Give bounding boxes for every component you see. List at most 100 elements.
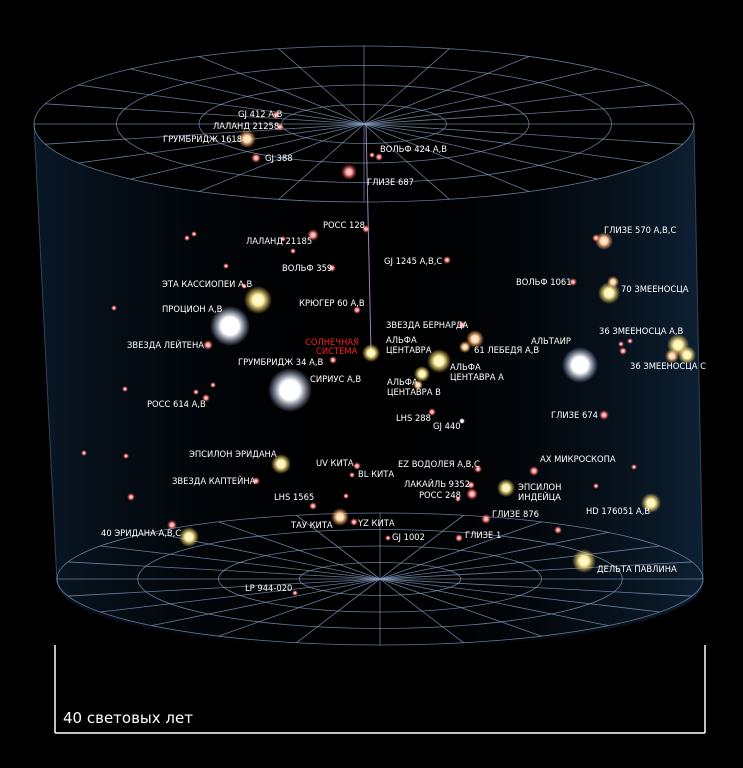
grid-spoke xyxy=(379,578,464,644)
star-blcet xyxy=(349,472,355,478)
label-alphacenB-line2: ЦЕНТАВРА B xyxy=(387,387,441,397)
label-deltapav: ДЕЛЬТА ПАВЛИНА xyxy=(597,564,677,574)
star-luyten xyxy=(203,340,213,350)
grid-spoke xyxy=(379,514,464,580)
grid-spoke xyxy=(100,578,381,613)
label-grm34: ГРУМБРИДЖ 34 A,B xyxy=(238,357,323,367)
label-lac9352: ЛАКАЙЛЬ 9352 xyxy=(404,478,470,489)
grid-spoke xyxy=(67,561,381,580)
faint-star xyxy=(593,483,599,489)
label-wolf359: ВОЛЬФ 359 xyxy=(282,263,332,273)
label-ezaqr: EZ ВОДОЛЕЯ A,B,C xyxy=(398,459,480,469)
faint-star xyxy=(627,338,633,344)
label-grm1618: ГРУМБРИДЖ 1618 xyxy=(163,134,242,144)
star-sirius xyxy=(268,368,312,412)
star-gl1 xyxy=(455,534,463,542)
faint-star xyxy=(290,248,296,254)
star-alphacen xyxy=(427,349,451,373)
grid-spoke xyxy=(363,56,530,125)
label-lhs288: LHS 288 xyxy=(396,413,431,423)
star-epsind xyxy=(497,479,515,497)
star-layer xyxy=(81,111,696,596)
grid-spoke xyxy=(379,578,660,613)
grid-spoke xyxy=(363,123,598,180)
grid-spoke xyxy=(379,521,542,580)
star-gl674 xyxy=(599,410,609,420)
star-wolf359 xyxy=(328,264,336,272)
faint-star xyxy=(122,386,128,392)
grid-spoke xyxy=(278,48,365,125)
star-kruger60 xyxy=(353,306,361,314)
star-labels: GJ 412 A,B ЛАЛАНД 21258 ГРУМБРИДЖ 1618 G… xyxy=(101,109,706,593)
grid-spoke xyxy=(363,123,650,164)
star-alphacenB xyxy=(413,380,423,390)
faint-star xyxy=(554,526,562,534)
star-gl687 xyxy=(341,164,357,180)
grid-spoke xyxy=(379,578,542,637)
label-gj440: GJ 440 xyxy=(433,421,461,431)
star-61cyg xyxy=(466,330,484,348)
grid-spoke xyxy=(45,103,365,125)
label-blcet: BL КИТА xyxy=(358,469,394,479)
faint-star xyxy=(123,453,129,459)
label-gj388: GJ 388 xyxy=(265,153,293,163)
star-lhs288 xyxy=(428,408,436,416)
faint-star xyxy=(81,450,87,456)
star-epseri xyxy=(271,454,291,474)
star-hd176051 xyxy=(641,493,661,513)
sun-projection-line xyxy=(365,123,372,353)
grid-spoke xyxy=(363,123,683,145)
star-61cygb xyxy=(459,341,471,353)
label-gj1002: GJ 1002 xyxy=(392,532,425,542)
grid-spoke xyxy=(278,123,365,200)
grid-spoke xyxy=(379,531,609,580)
label-epsind: ЭПСИЛОН xyxy=(518,482,561,492)
label-sun: СОЛНЕЧНАЯ xyxy=(305,337,359,347)
star-ross614 xyxy=(202,394,210,402)
grid-spoke xyxy=(363,48,450,125)
label-epseri: ЭПСИЛОН ЭРИДАНА xyxy=(189,449,277,459)
label-epsind-line2: ИНДЕЙЦА xyxy=(518,491,561,502)
grid-spoke xyxy=(218,578,381,637)
label-kruger60: КРЮГЕР 60 A,B xyxy=(299,298,365,308)
grid-spoke xyxy=(363,84,650,125)
star-barnard xyxy=(458,321,466,329)
grid-spoke xyxy=(78,123,365,164)
scale-bar: 40 световых лет xyxy=(54,645,706,734)
grid-spoke xyxy=(218,521,381,580)
star-uvcet xyxy=(353,462,361,470)
star-deltapav xyxy=(572,549,596,573)
label-alphacenA-line2: ЦЕНТАВРА A xyxy=(450,372,504,382)
grid-spoke xyxy=(379,578,609,627)
label-gj1245: GJ 1245 A,B,C xyxy=(384,256,442,266)
label-altair: АЛЬТАИР xyxy=(531,336,571,346)
label-61cyg: 61 ЛЕБЕДЯ A,B xyxy=(474,345,539,355)
star-grm34 xyxy=(329,356,337,364)
grid-spoke xyxy=(67,578,381,597)
label-sun-line2: СИСТЕМА xyxy=(316,346,358,356)
star-yzcet xyxy=(350,518,358,526)
bottom-grid xyxy=(56,512,704,646)
label-alphacen-line2: ЦЕНТАВРА xyxy=(386,345,432,355)
label-yzcet: YZ КИТА xyxy=(357,518,395,528)
label-gl687: ГЛИЗЕ 687 xyxy=(367,177,414,187)
star-ross248 xyxy=(466,488,478,500)
label-36ophC: 36 ЗМЕЕНОСЦА C xyxy=(630,361,706,371)
label-lhs1565: LHS 1565 xyxy=(274,492,314,502)
label-ross614: РОСС 614 A,B xyxy=(147,399,206,409)
star-gj388 xyxy=(251,153,261,163)
grid-spoke xyxy=(130,68,365,125)
faint-star xyxy=(127,493,135,501)
grid-spoke xyxy=(45,123,365,145)
label-40eri: 40 ЭРИДАНА A,B,C xyxy=(101,528,181,538)
star-taucet xyxy=(331,508,349,526)
label-gl1: ГЛИЗЕ 1 xyxy=(465,530,501,540)
faint-star xyxy=(343,493,349,499)
label-ross248: РОСС 248 xyxy=(419,490,461,500)
star-gj1002 xyxy=(385,535,391,541)
grid-spoke xyxy=(296,578,381,644)
star-etacas xyxy=(244,286,272,314)
grid-spoke xyxy=(363,123,530,192)
faint-star xyxy=(369,152,375,158)
